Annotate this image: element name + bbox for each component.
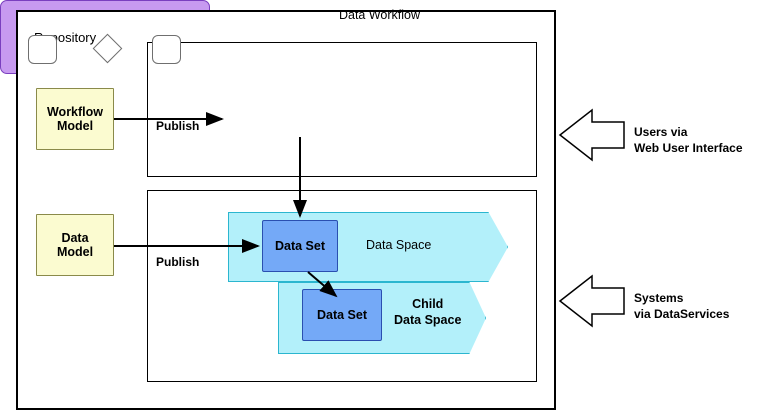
users-callout-label: Users via Web User Interface [634,124,743,156]
data-set-box-child[interactable]: Data Set [302,289,382,341]
systems-callout-label: Systems via DataServices [634,290,729,322]
systems-callout-line1: Systems [634,291,684,305]
data-set-label-primary: Data Set [274,238,326,253]
users-callout-arrow-icon [558,108,625,162]
workflow-start-node-icon [28,35,57,64]
workflow-model-label: Workflow Model [46,104,104,133]
publish-label-workflow: Publish [156,119,200,133]
systems-callout-line2: via DataServices [634,307,730,322]
data-workflow-label: Data Workflow [338,8,421,22]
workflow-group-frame [147,42,537,177]
data-set-box-primary[interactable]: Data Set [262,220,338,272]
publish-label-data: Publish [156,255,200,269]
workflow-end-node-icon [152,35,181,64]
data-space-label: Data Space [366,238,432,252]
systems-callout-arrow-icon [558,274,625,328]
data-set-label-child: Data Set [316,307,368,322]
workflow-model-box[interactable]: Workflow Model [36,88,114,150]
users-callout-line1: Users via [634,125,688,139]
data-model-label: Data Model [56,230,94,259]
users-callout-line2: Web User Interface [634,141,743,156]
child-data-space-label: Child Data Space [394,297,462,327]
data-model-box[interactable]: Data Model [36,214,114,276]
